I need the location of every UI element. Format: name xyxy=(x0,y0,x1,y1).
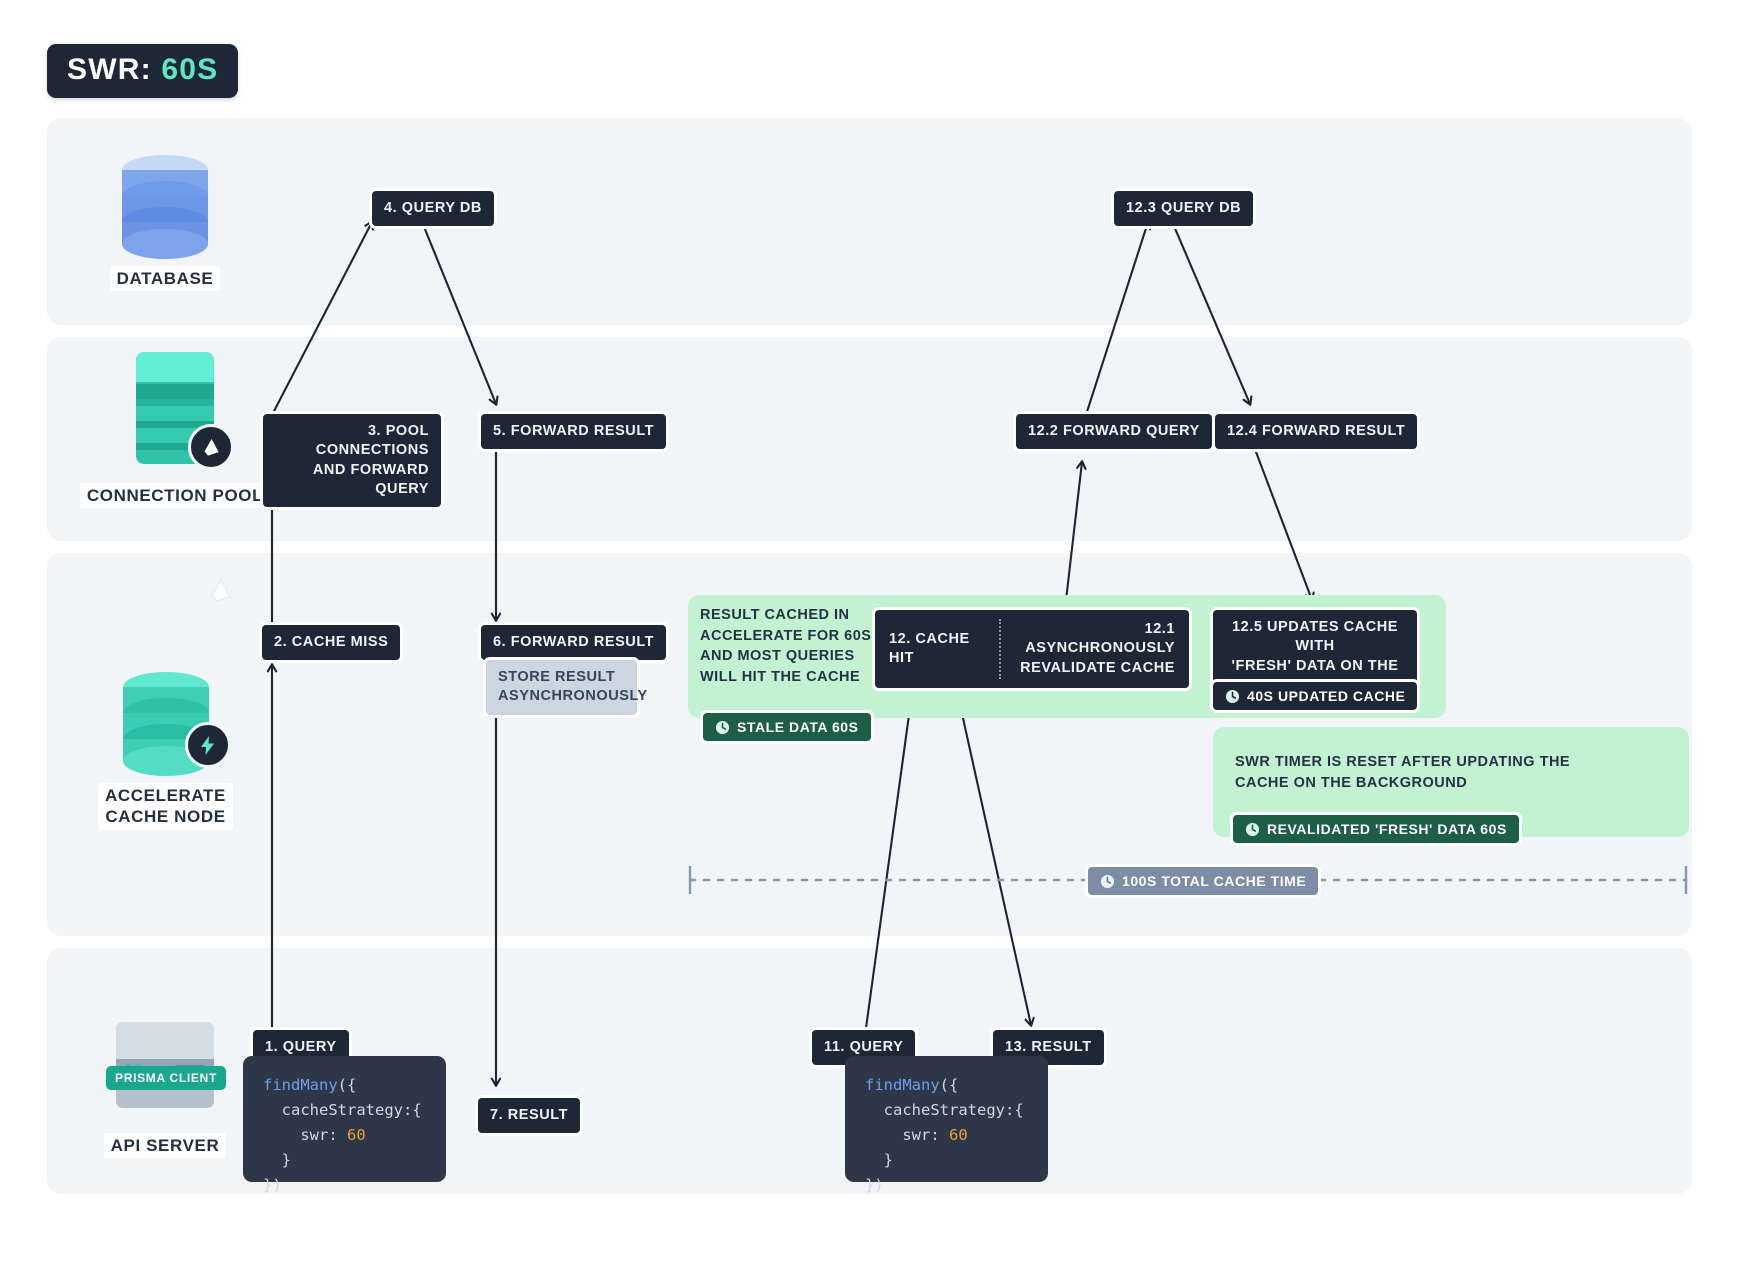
node-label-api-server: API SERVER xyxy=(103,1133,227,1159)
lightning-bolt-icon xyxy=(184,722,231,768)
clock-icon xyxy=(715,720,730,734)
node-label-connection-pool: CONNECTION POOL xyxy=(79,483,271,509)
clock-icon xyxy=(1245,822,1260,836)
split-divider xyxy=(998,619,1001,679)
badge-updated-cache-label: 40S UPDATED CACHE xyxy=(1247,688,1406,704)
code-right-num: 60 xyxy=(949,1126,968,1145)
code-right-line2: cacheStrategy:{ xyxy=(865,1101,1024,1120)
clock-icon xyxy=(1225,689,1240,703)
bolt-glyph xyxy=(201,735,214,755)
badge-updated-cache: 40S UPDATED CACHE xyxy=(1210,679,1421,713)
code-block-right[interactable]: findMany({ cacheStrategy:{ swr: 60 } }) xyxy=(845,1056,1048,1194)
step-5-forward-result[interactable]: 5. FORWARD RESULT xyxy=(478,411,670,453)
cache-cylinder-icon xyxy=(122,672,231,776)
prisma-client-chip: PRISMA CLIENT xyxy=(106,1066,226,1090)
code-left-line2: cacheStrategy:{ xyxy=(263,1101,422,1120)
badge-total-cache-time-label: 100S TOTAL CACHE TIME xyxy=(1122,873,1307,889)
code-left-key: swr: xyxy=(263,1126,347,1145)
node-api-server: PRISMA CLIENT API SERVER xyxy=(80,1022,250,1159)
badge-stale-data-label: STALE DATA 60S xyxy=(737,719,859,735)
step-12-3-query-db[interactable]: 12.3 QUERY DB xyxy=(1111,188,1257,230)
clock-icon xyxy=(1100,874,1115,888)
step-12-2-forward-query[interactable]: 12.2 FORWARD QUERY xyxy=(1013,411,1215,453)
connection-pool-rack-icon xyxy=(136,352,234,470)
badge-total-cache-time: 100S TOTAL CACHE TIME xyxy=(1085,864,1322,898)
step-12-4-forward-result[interactable]: 12.4 FORWARD RESULT xyxy=(1212,411,1421,453)
api-server-icon: PRISMA CLIENT xyxy=(106,1022,226,1108)
note-store-result-async: STORE RESULT ASYNCHRONOUSLY xyxy=(483,657,647,718)
badge-revalidated-label: REVALIDATED 'FRESH' DATA 60S xyxy=(1267,821,1507,837)
step-12-group[interactable]: 12. CACHE HIT 12.1 ASYNCHRONOUSLY REVALI… xyxy=(872,607,1192,691)
node-label-database: DATABASE xyxy=(109,266,221,292)
prisma-client-chip-label: PRISMA CLIENT xyxy=(115,1071,217,1085)
code-left-close1: } xyxy=(263,1151,291,1170)
code-left-close2: }) xyxy=(263,1176,282,1195)
swr-title-prefix: SWR: xyxy=(67,53,152,86)
prisma-logo-icon xyxy=(188,424,234,470)
code-left-fn: findMany xyxy=(263,1076,338,1094)
database-cylinder-icon xyxy=(122,155,208,259)
lane-database xyxy=(47,118,1692,325)
badge-revalidated-fresh: REVALIDATED 'FRESH' DATA 60S xyxy=(1230,812,1522,846)
code-right-close2: }) xyxy=(865,1176,884,1195)
code-left-num: 60 xyxy=(347,1126,366,1145)
node-database: DATABASE xyxy=(80,155,250,292)
step-2-cache-miss[interactable]: 2. CACHE MISS xyxy=(259,622,404,664)
node-label-cache: ACCELERATE CACHE NODE xyxy=(98,783,233,830)
swr-title-value: 60S xyxy=(161,53,219,86)
swr-title-badge: SWR: 60S xyxy=(47,44,239,98)
prisma-glyph-watermark-icon xyxy=(211,578,232,602)
code-right-close1: } xyxy=(865,1151,893,1170)
step-12-1-revalidate[interactable]: 12.1 ASYNCHRONOUSLY REVALIDATE CACHE xyxy=(1020,621,1175,676)
node-accelerate-cache: ACCELERATE CACHE NODE xyxy=(78,672,253,830)
code-right-key: swr: xyxy=(865,1126,949,1145)
step-3-pool-connections[interactable]: 3. POOL CONNECTIONS AND FORWARD QUERY xyxy=(260,411,444,511)
total-cache-time-ruler xyxy=(688,866,1688,894)
code-left-open: ({ xyxy=(337,1076,357,1094)
note-swr-timer-reset: SWR TIMER IS RESET AFTER UPDATING THE CA… xyxy=(1235,754,1571,791)
note-result-cached: RESULT CACHED IN ACCELERATE FOR 60S AND … xyxy=(700,607,872,685)
code-right-open: ({ xyxy=(939,1076,959,1094)
badge-stale-data: STALE DATA 60S xyxy=(700,710,874,744)
code-block-left[interactable]: findMany({ cacheStrategy:{ swr: 60 } }) xyxy=(243,1056,446,1194)
node-connection-pool: CONNECTION POOL xyxy=(60,352,290,509)
step-7-result[interactable]: 7. RESULT xyxy=(475,1095,583,1137)
step-12-cache-hit[interactable]: 12. CACHE HIT xyxy=(889,630,970,666)
prisma-glyph xyxy=(204,438,219,456)
code-right-fn: findMany xyxy=(865,1076,940,1094)
step-4-query-db[interactable]: 4. QUERY DB xyxy=(369,188,497,230)
